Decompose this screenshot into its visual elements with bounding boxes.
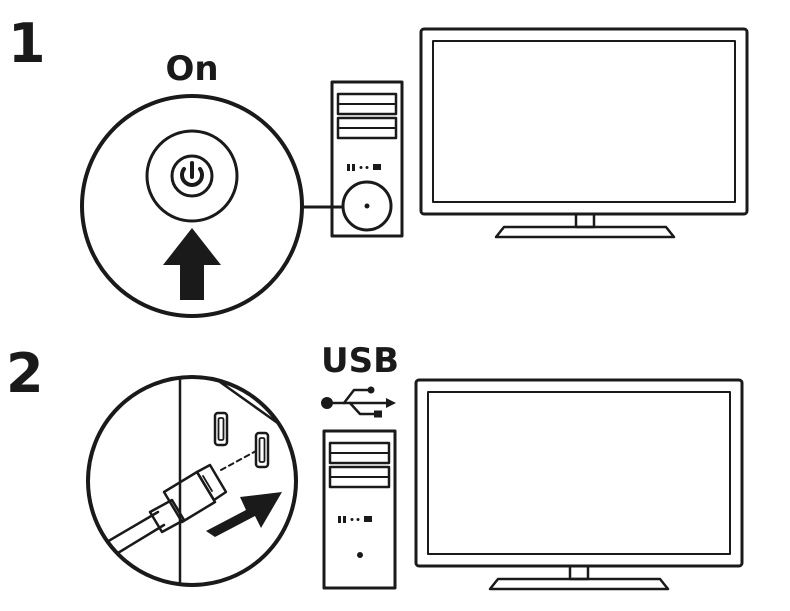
power-icon xyxy=(170,154,214,198)
step-2-label: USB xyxy=(321,341,399,381)
usb-port-zoom xyxy=(86,375,298,587)
usb-cable xyxy=(98,463,228,561)
arrow-up-icon xyxy=(163,228,221,300)
step-2: 2 USB xyxy=(6,341,744,591)
step-1-number: 1 xyxy=(8,12,46,75)
usb-port xyxy=(213,411,270,469)
front-ports xyxy=(347,164,381,171)
power-button-zoom xyxy=(80,94,304,318)
monitor xyxy=(414,378,744,591)
computer-tower xyxy=(330,80,404,238)
monitor xyxy=(419,27,749,239)
step-2-number: 2 xyxy=(6,342,44,405)
computer-tower xyxy=(322,429,397,590)
step-1: 1 On xyxy=(8,12,749,318)
arrow-right-icon xyxy=(206,492,282,537)
step-1-label: On xyxy=(165,49,218,89)
usb-icon xyxy=(321,386,396,418)
front-ports xyxy=(338,516,372,523)
